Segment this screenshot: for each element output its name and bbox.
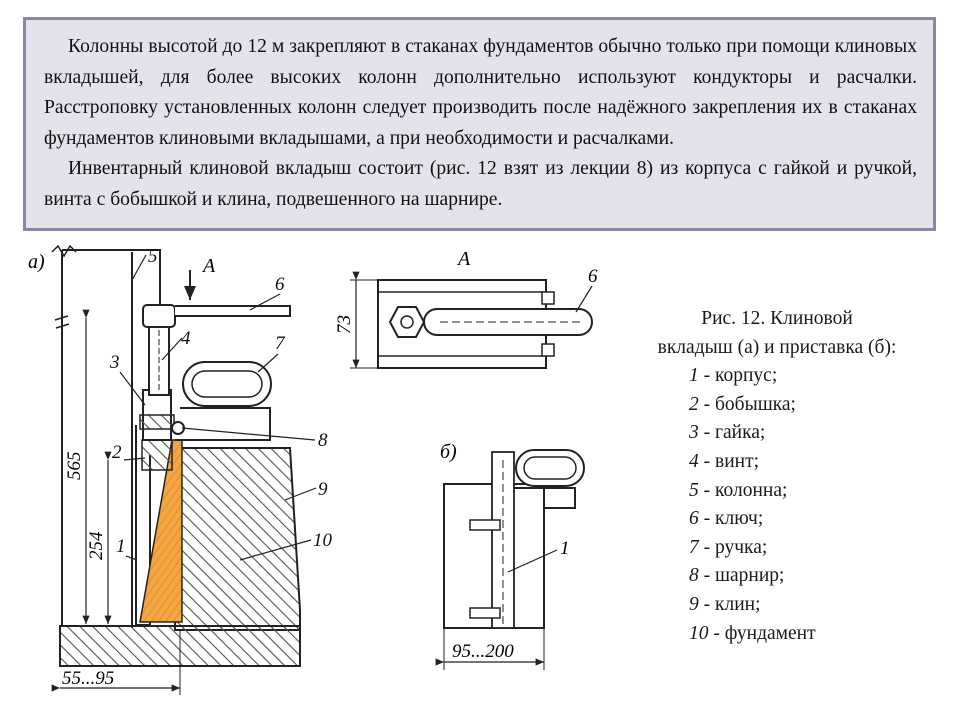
callout-9: 9 [318,479,328,500]
legend-item: 9 - клин; [689,593,761,615]
dim-73: 73 [334,315,355,334]
legend-item: 7 - ручка; [689,536,768,558]
legend-item: 8 - шарнир; [689,565,785,587]
legend-item: 10 - фундамент [689,622,816,644]
callout-3: 3 [109,352,120,373]
figure-caption: Рис. 12. Клиновой вкладыш (а) и приставк… [612,305,942,648]
key [175,305,291,317]
callout-2: 2 [112,442,122,463]
callout-6: 6 [275,274,285,295]
technical-drawing: а) А 565 254 55...95 5 6 4 7 3 8 2 9 [28,244,598,695]
handle [182,361,272,407]
caption-title-line2: вкладыш (а) и приставка (б): [657,336,897,358]
paragraph-1: Колонны высотой до 12 м закрепляют в ста… [44,36,917,149]
paragraph-2: Инвентарный клиновой вкладыш состоит (ри… [44,158,917,210]
arrow-a-label: А [201,255,216,277]
attachment-handle [515,449,585,487]
view-b-label: б) [440,441,457,463]
legend-item: 6 - ключ; [689,508,764,530]
legend-item: 2 - бобышка; [689,393,796,415]
caption-title-line1: Рис. 12. Клиновой [701,308,853,329]
view-a-label: а) [28,251,45,273]
callout-7: 7 [275,333,286,354]
description-text-box: Колонны высотой до 12 м закрепляют в ста… [23,17,936,231]
foundation [173,447,301,631]
dim-55-95: 55...95 [62,668,114,689]
callout-5: 5 [148,246,158,267]
legend-item: 5 - колонна; [689,479,788,501]
body-housing [135,425,151,626]
callout-8: 8 [318,430,328,451]
callout-b-1: 1 [560,538,570,559]
dim-95-200: 95...200 [452,641,514,662]
callout-4: 4 [181,328,191,349]
section-a-label: А [456,248,471,270]
callout-1: 1 [116,536,126,557]
legend-item: 3 - гайка; [689,422,766,444]
dim-254: 254 [86,531,107,560]
legend-item: 1 - корпус; [689,365,778,387]
callout-top-6: 6 [588,266,598,287]
legend-item: 4 - винт; [689,450,760,472]
legend-list: 1 - корпус; 2 - бобышка; 3 - гайка; 4 - … [612,362,942,648]
dim-565: 565 [64,452,85,481]
callout-10: 10 [313,530,333,551]
